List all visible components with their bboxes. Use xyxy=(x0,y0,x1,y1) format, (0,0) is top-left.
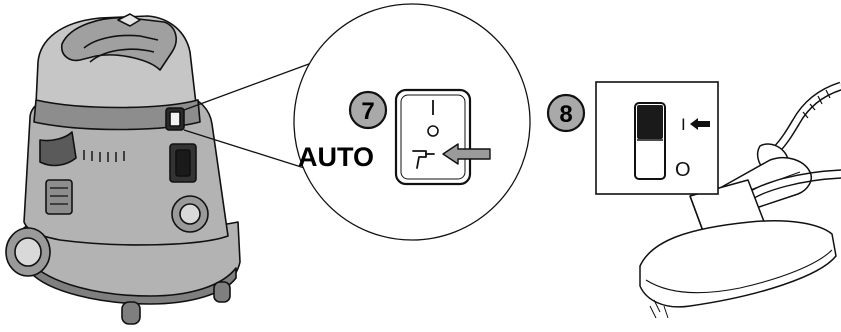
off-symbol: O xyxy=(675,159,691,181)
step-7-number: 7 xyxy=(361,98,374,125)
step-8-number: 8 xyxy=(559,101,572,128)
step-8-badge: 8 xyxy=(546,93,586,133)
on-indicator-arrow-icon xyxy=(690,118,710,130)
pointer-arrow-icon xyxy=(442,143,491,165)
floor-nozzle-illustration xyxy=(639,81,841,319)
vacuum-cleaner-illustration xyxy=(5,13,241,325)
auto-label: AUTO xyxy=(298,142,374,172)
off-position-mark xyxy=(427,125,439,137)
mode-switch-panel xyxy=(394,88,472,186)
rocker-switch-pressed xyxy=(637,105,663,139)
step-7-badge: 7 xyxy=(348,90,388,130)
power-tool-icon xyxy=(412,150,435,169)
on-symbol: I xyxy=(681,115,686,134)
power-switch-callout xyxy=(595,81,719,195)
